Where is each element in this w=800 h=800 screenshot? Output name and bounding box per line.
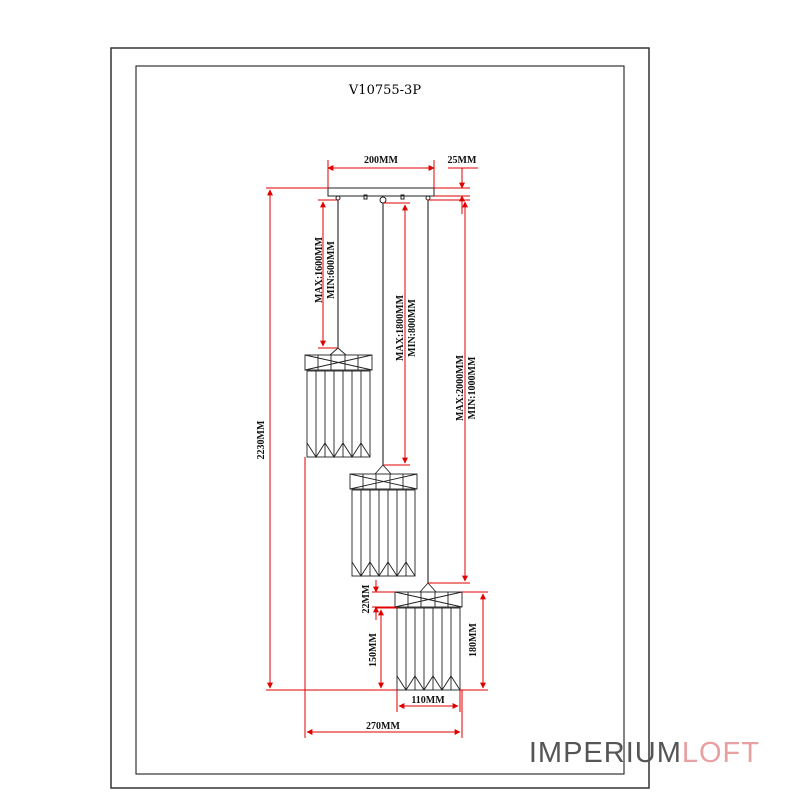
inner-frame [135, 65, 625, 775]
label-lamp-height: 180MM [468, 623, 479, 657]
canopy [327, 187, 435, 204]
outer-frame [110, 47, 650, 789]
dimension-labels: 200MM 25MM 2230MM MAX:1600MM MIN:600MM M… [256, 155, 479, 732]
dimension-lines [266, 160, 488, 738]
label-canopy-height: 25MM [448, 155, 477, 166]
shade-1 [304, 347, 373, 458]
label-canopy-width: 200MM [364, 155, 398, 166]
label-shade-height: 150MM [368, 633, 379, 667]
label-cord3-min: MIN:1000MM [467, 356, 478, 419]
shade-2 [349, 464, 418, 577]
brand-part1: IMPERIUM [529, 737, 682, 769]
label-cord1-max: MAX:1600MM [314, 236, 325, 303]
brand-part2: LOFT [682, 737, 760, 769]
label-cap-height: 22MM [361, 584, 372, 613]
label-total-height: 2230MM [256, 420, 267, 459]
brand-logo: IMPERIUMLOFT [529, 737, 760, 769]
label-shade-width: 110MM [411, 695, 445, 706]
label-cord2-min: MIN:800MM [407, 299, 418, 357]
label-cord2-max: MAX:1800MM [395, 294, 406, 361]
label-cord3-max: MAX:2000MM [455, 354, 466, 421]
model-title: V10755-3P [348, 83, 421, 98]
label-cord1-min: MIN:600MM [326, 241, 337, 299]
label-total-width: 270MM [366, 721, 400, 732]
shade-3 [394, 582, 463, 691]
cords [337, 200, 429, 583]
